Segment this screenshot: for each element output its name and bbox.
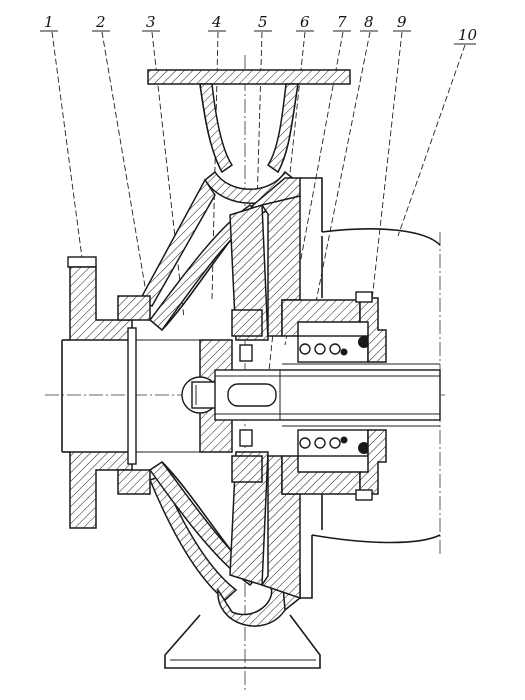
leader-9 — [371, 31, 403, 301]
suction-flange — [61, 256, 151, 529]
part-label-10: 10 — [458, 26, 478, 44]
motor-bracket — [300, 177, 441, 599]
part-label-5: 5 — [258, 13, 268, 31]
part-number-labels: 1 2 3 4 5 6 7 8 9 10 — [40, 13, 478, 45]
leader-10 — [397, 44, 466, 237]
part-label-7: 7 — [337, 13, 347, 31]
part-label-9: 9 — [397, 13, 407, 31]
shaft — [214, 363, 441, 427]
leader-2 — [101, 31, 151, 317]
part-label-6: 6 — [300, 13, 310, 31]
leader-1 — [51, 31, 91, 319]
volute-top — [138, 170, 301, 307]
part-label-2: 2 — [95, 13, 106, 31]
seal-housing — [281, 291, 387, 501]
part-label-8: 8 — [364, 13, 374, 31]
discharge-flange — [147, 69, 351, 174]
part-label-4: 4 — [211, 13, 222, 31]
part-label-1: 1 — [44, 13, 54, 31]
wear-ring — [127, 327, 200, 465]
part-label-3: 3 — [146, 13, 156, 31]
